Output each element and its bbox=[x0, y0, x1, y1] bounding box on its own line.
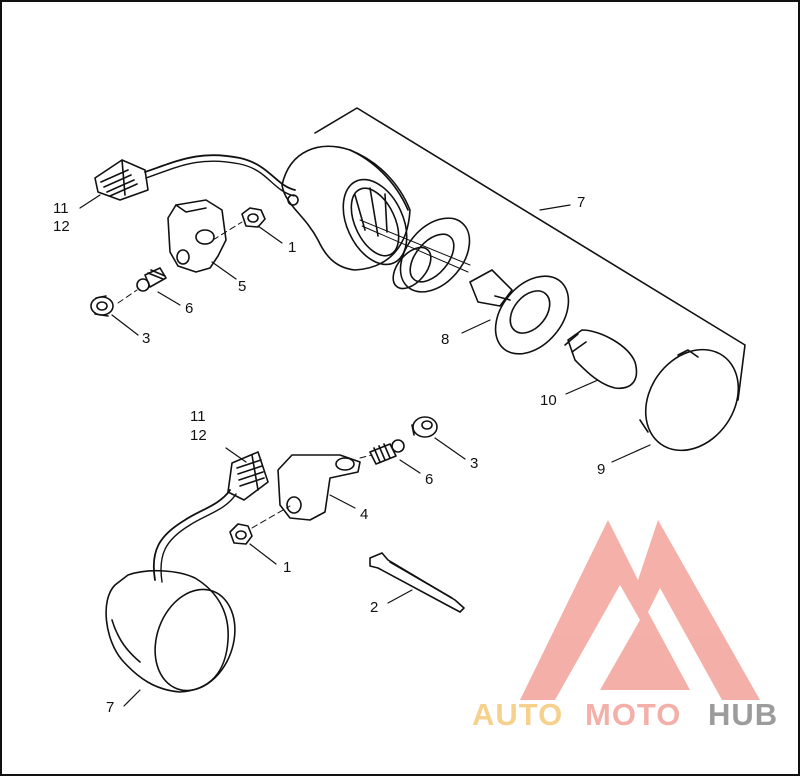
callout-upper-11: 11 bbox=[53, 200, 69, 217]
callout-upper-7: 7 bbox=[577, 194, 585, 211]
screw-lower bbox=[369, 439, 405, 465]
callout-lower-3: 3 bbox=[470, 455, 478, 472]
callout-upper-10: 10 bbox=[540, 392, 557, 409]
nut-leader-dashed bbox=[212, 221, 243, 241]
gasket bbox=[392, 217, 471, 293]
lens bbox=[639, 348, 740, 452]
callout-lower-2: 2 bbox=[370, 599, 378, 616]
lower-leader-lines bbox=[123, 437, 466, 707]
cable-tie bbox=[369, 552, 465, 613]
mount-bracket-upper bbox=[167, 199, 227, 273]
callout-lower-6: 6 bbox=[425, 471, 433, 488]
screw-upper bbox=[136, 267, 167, 292]
lower-nut-leader-dashed bbox=[251, 505, 291, 529]
mount-bracket-lower bbox=[277, 454, 361, 521]
callout-labels: 11 12 1 5 6 3 7 8 10 9 11 12 3 6 4 1 2 7 bbox=[53, 194, 605, 716]
bulb-socket bbox=[469, 269, 570, 355]
group-bracket-line bbox=[314, 107, 746, 401]
watermark-logo: AUTO MOTO HUB bbox=[472, 520, 778, 732]
watermark-triangle-mark bbox=[520, 520, 760, 700]
bulb bbox=[564, 329, 638, 389]
connector-lower bbox=[152, 451, 269, 583]
watermark-moto: MOTO bbox=[585, 697, 681, 732]
watermark-auto: AUTO bbox=[472, 697, 563, 732]
connector-upper bbox=[94, 154, 296, 201]
callout-lower-7: 7 bbox=[106, 699, 114, 716]
callout-upper-8: 8 bbox=[441, 331, 449, 348]
spacer-lower bbox=[411, 416, 438, 438]
screw-leader-dashed bbox=[117, 289, 138, 304]
callout-upper-5: 5 bbox=[238, 278, 246, 295]
lower-screw-leader-dashed bbox=[359, 454, 373, 459]
lamp-housing-lower bbox=[105, 569, 236, 693]
callout-upper-3: 3 bbox=[142, 330, 150, 347]
lamp-housing-upper bbox=[281, 145, 471, 273]
callout-upper-12: 12 bbox=[53, 218, 70, 235]
upper-leader-lines bbox=[79, 194, 651, 463]
spacer-upper bbox=[90, 295, 114, 317]
callout-lower-11: 11 bbox=[190, 408, 206, 425]
callout-upper-9: 9 bbox=[597, 461, 605, 478]
nut-upper bbox=[241, 207, 266, 228]
callout-lower-4: 4 bbox=[360, 506, 368, 523]
watermark-hub: HUB bbox=[708, 697, 778, 732]
nut-lower bbox=[229, 523, 253, 545]
callout-upper-6: 6 bbox=[185, 300, 193, 317]
callout-lower-12: 12 bbox=[190, 427, 207, 444]
callout-upper-1: 1 bbox=[288, 239, 296, 256]
callout-lower-1: 1 bbox=[283, 559, 291, 576]
